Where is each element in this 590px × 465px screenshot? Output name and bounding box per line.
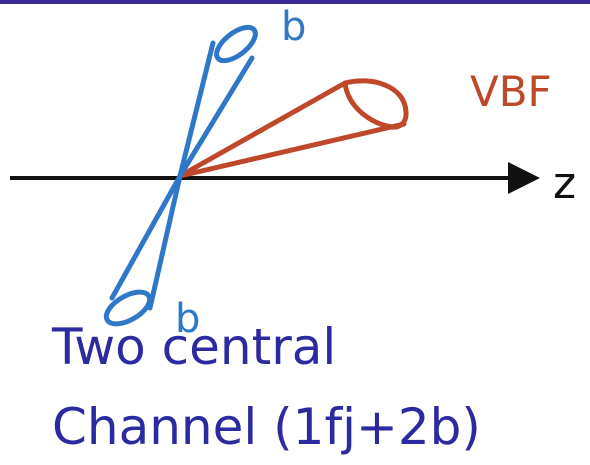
caption-line-2: Channel (1fj+2b) <box>52 402 481 452</box>
b-jet-lower-cone <box>101 176 180 330</box>
caption-line-1: Two central <box>52 322 336 372</box>
vbf-label: VBF <box>470 67 552 116</box>
z-axis-arrowhead <box>508 162 540 194</box>
vbf-jet-cone <box>180 81 406 176</box>
b-jet-upper-label: b <box>281 4 306 50</box>
z-axis-label: z <box>553 158 576 209</box>
